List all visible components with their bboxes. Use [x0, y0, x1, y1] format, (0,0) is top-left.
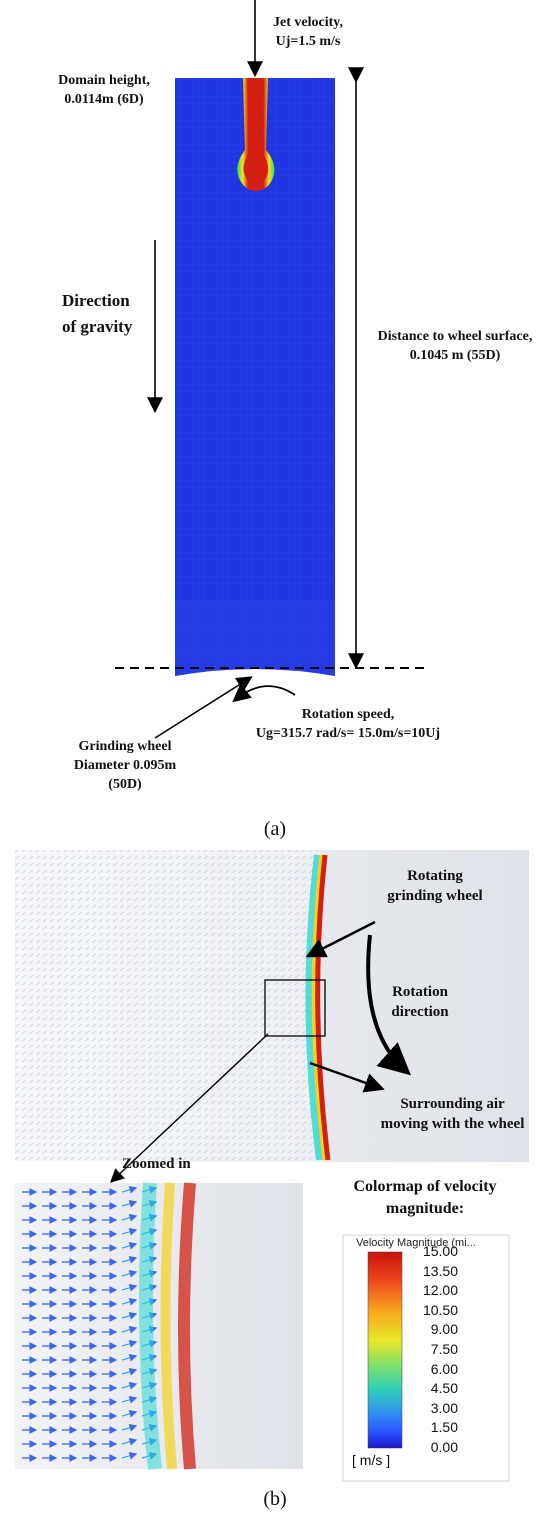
rotation-arc — [232, 683, 296, 703]
colorbar-tick: 10.50 — [422, 1301, 458, 1318]
colorbar-tick: 3.00 — [430, 1399, 458, 1416]
velocity-vector — [121, 1228, 138, 1236]
colorbar-tick: 4.50 — [430, 1380, 458, 1397]
velocity-vector — [121, 1452, 138, 1460]
velocity-vector — [121, 1368, 138, 1376]
velocity-vector — [121, 1396, 138, 1404]
colorbar-tick: 15.00 — [422, 1243, 458, 1259]
velocity-vector — [121, 1270, 138, 1278]
colorbar-tick: 0.00 — [430, 1439, 458, 1455]
velocity-vector — [121, 1242, 138, 1250]
colorbar-panel — [342, 1234, 510, 1482]
rotation-speed-label: Rotation speed,Ug=315.7 rad/s= 15.0m/s=1… — [255, 707, 441, 741]
velocity-vector — [121, 1200, 138, 1208]
colorbar-tick: 13.50 — [422, 1262, 458, 1279]
colorbar-tick: 7.50 — [430, 1341, 458, 1357]
colorbar-tick: 6.00 — [430, 1360, 458, 1377]
rotating-wheel-pointer — [305, 920, 376, 958]
caption-b: (b) — [263, 1488, 287, 1510]
computational-domain — [175, 78, 335, 676]
zoomed-view — [15, 1182, 303, 1470]
zoom-box — [264, 979, 326, 1037]
colorbar-ticks: 15.00 13.50 12.00 10.50 9.00 7.50 6.00 4… — [406, 1243, 466, 1463]
velocity-vector — [121, 1410, 138, 1418]
velocity-vector — [121, 1326, 138, 1334]
colorbar-tick: 12.00 — [422, 1282, 458, 1299]
jet-velocity-label: Jet velocity,Uj=1.5 m/s — [273, 15, 343, 49]
velocity-vector — [121, 1354, 138, 1362]
velocity-vector — [121, 1438, 138, 1446]
domain-height-label: Domain height,0.0114m (6D) — [58, 73, 150, 107]
surrounding-air-pointer — [309, 1061, 385, 1093]
velocity-vector — [121, 1186, 138, 1194]
velocity-vector — [121, 1284, 138, 1292]
colorbar-title: Velocity Magnitude (mi... — [356, 1237, 476, 1249]
velocity-vector — [121, 1424, 138, 1432]
zoomed-in-label: Zoomed in — [122, 1156, 191, 1172]
caption-a: (a) — [263, 818, 287, 840]
colorbar-tick: 9.00 — [430, 1321, 458, 1338]
velocity-vector — [121, 1214, 138, 1222]
colorbar-tick: 1.50 — [430, 1419, 458, 1436]
velocity-vector — [121, 1312, 138, 1320]
wheel-pointer — [154, 676, 253, 739]
colorbar-unit: [ m/s ] — [352, 1452, 391, 1468]
rotation-direction-arrow — [366, 934, 411, 1076]
distance-label: Distance to wheel surface,0.1045 m (55D) — [377, 329, 533, 363]
velocity-vector — [121, 1298, 138, 1306]
velocity-vector — [121, 1382, 138, 1390]
zoom-pointer — [109, 1033, 269, 1183]
velocity-vector — [121, 1340, 138, 1348]
simulation-view — [15, 850, 529, 1162]
jet-droplet — [237, 78, 275, 191]
colorbar-gradient — [367, 1251, 403, 1449]
velocity-vector — [121, 1256, 138, 1264]
